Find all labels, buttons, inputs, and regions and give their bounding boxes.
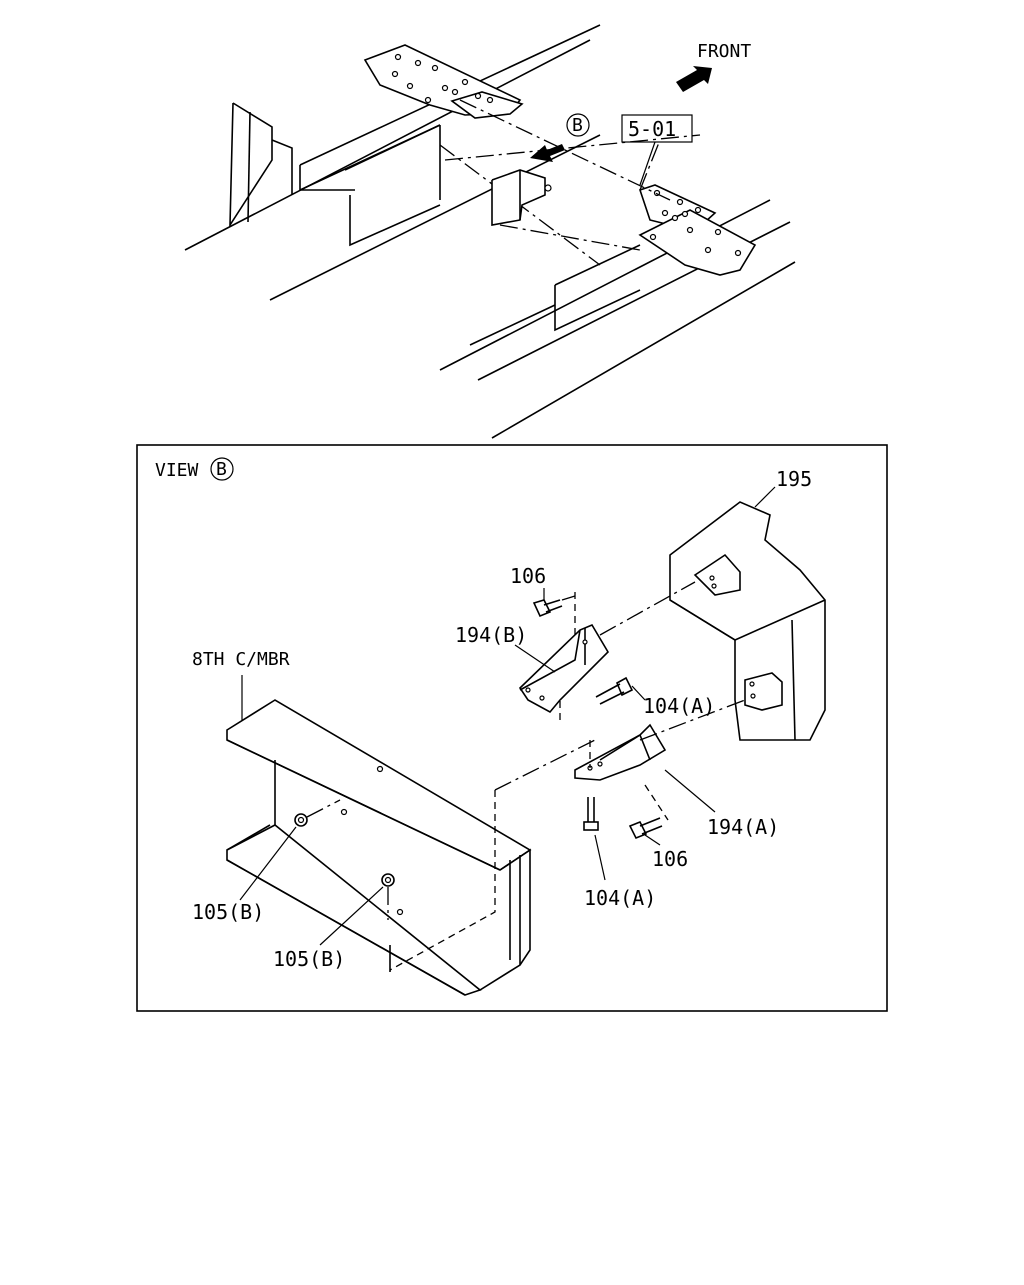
detail-title-marker: B <box>216 459 227 480</box>
bolt-104a-right <box>595 676 646 705</box>
frame-overview: B 5-01 FRONT <box>184 24 796 439</box>
label-104a-right: 104(A) <box>643 694 715 718</box>
label-194a: 194(A) <box>707 815 779 839</box>
nut-105b-bottom <box>381 873 395 920</box>
front-label: FRONT <box>697 41 751 62</box>
front-indicator: FRONT <box>676 41 751 92</box>
bracket-location <box>491 169 552 226</box>
view-b-marker-text: B <box>572 115 583 136</box>
cross-member-8th <box>226 699 596 996</box>
label-104a-bottom: 104(A) <box>584 886 656 910</box>
label-8th-cmbr: 8TH C/MBR <box>192 649 290 670</box>
bracket-194b <box>518 581 696 720</box>
part-labels: 195 106 194(B) 104(A) 8TH C/MBR 194(A) 1… <box>192 467 812 971</box>
nut-105b-left <box>294 799 341 827</box>
view-b-marker: B <box>566 113 590 137</box>
label-105b-bottom: 105(B) <box>273 947 345 971</box>
label-106-bottom: 106 <box>652 847 688 871</box>
leader-lines <box>239 486 776 946</box>
label-195: 195 <box>776 467 812 491</box>
near-frame-rail <box>184 24 601 301</box>
far-frame-rail <box>439 199 796 439</box>
far-gusset-plate <box>638 184 757 276</box>
view-direction-arrow <box>530 144 565 162</box>
label-106-top: 106 <box>510 564 546 588</box>
counterweight-195 <box>669 501 826 741</box>
ref-box: 5-01 <box>621 114 693 186</box>
label-105b-left: 105(B) <box>192 900 264 924</box>
bolt-106-top <box>532 595 576 618</box>
label-194b: 194(B) <box>455 623 527 647</box>
detail-title-text: VIEW <box>155 460 199 481</box>
detail-view-title: VIEW B <box>155 457 234 481</box>
detail-view-frame <box>136 444 888 1012</box>
bracket-194a <box>574 699 746 821</box>
ref-box-label: 5-01 <box>628 117 676 141</box>
bolt-106-bottom <box>628 817 663 840</box>
bolt-104a-bottom <box>583 797 599 831</box>
near-gusset-plate <box>363 44 524 119</box>
front-arrow-icon <box>676 66 712 92</box>
